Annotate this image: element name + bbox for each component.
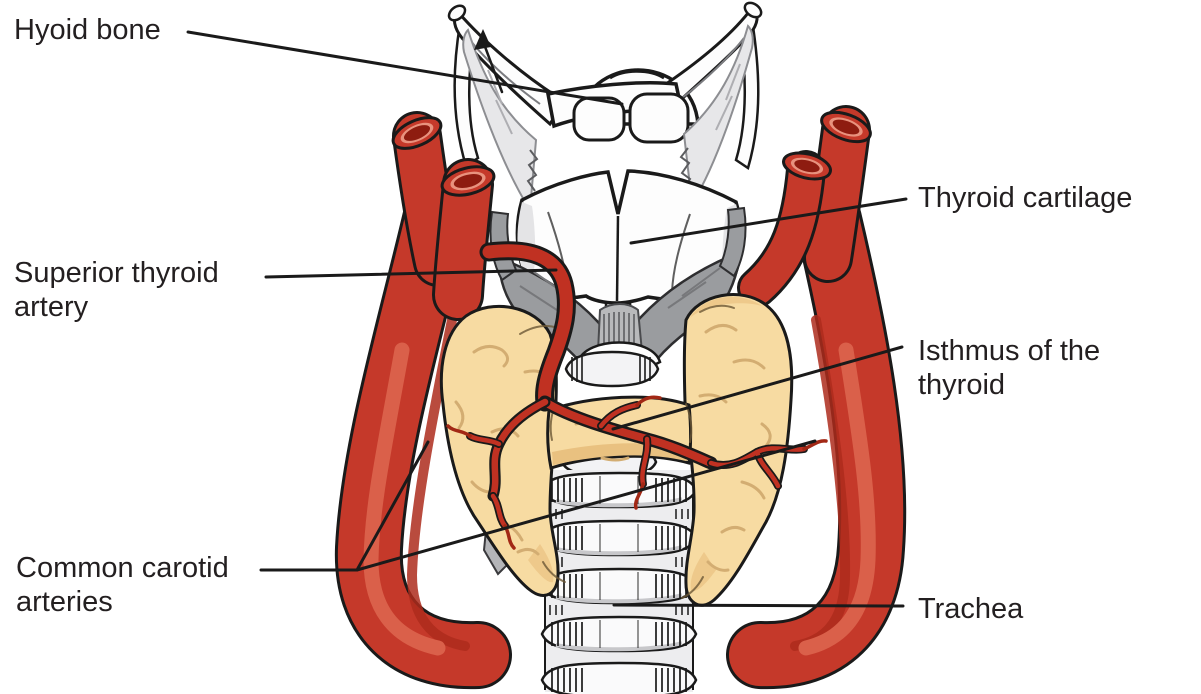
leader-isthmus <box>611 345 904 431</box>
leader-superior-thyroid-artery <box>264 268 558 279</box>
hyoid-pointer-line <box>482 42 504 94</box>
hyoid-bone-shape <box>447 1 763 144</box>
label-common-carotid-arteries: Common carotid arteries <box>16 552 229 618</box>
label-superior-thyroid-artery: Superior thyroid artery <box>14 257 219 323</box>
trachea-shape <box>540 470 698 694</box>
hyoid-pointer-arrowhead <box>474 29 491 50</box>
leader-trachea <box>612 603 905 608</box>
leader-hyoid-bone <box>186 30 624 106</box>
superior-thyroid-artery-shape <box>446 241 828 550</box>
common-carotid-right-shape <box>726 105 907 690</box>
thyrohyoid-membrane-shape <box>462 24 754 214</box>
label-hyoid-bone: Hyoid bone <box>14 14 161 46</box>
label-trachea: Trachea <box>918 593 1024 625</box>
label-thyroid-cartilage: Thyroid cartilage <box>918 182 1133 214</box>
label-isthmus-of-the-thyroid: Isthmus of the thyroid <box>918 335 1101 401</box>
common-carotid-left-shape <box>334 111 512 690</box>
leader-lines <box>186 30 908 608</box>
leader-thyroid-cartilage <box>629 197 908 245</box>
leader-common-carotid <box>259 439 817 572</box>
